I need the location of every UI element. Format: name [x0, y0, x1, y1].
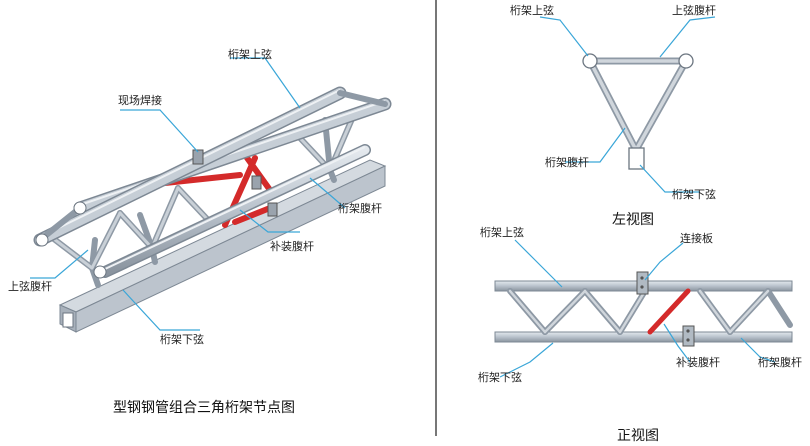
tube-end-back: [93, 265, 107, 279]
side-bottom-chord: [628, 147, 645, 170]
front-label-bottom-chord: 桁架下弦: [478, 370, 522, 384]
truss-3d-view: 桁架上弦 现场焊接 桁架腹杆 补装腹杆 上弦腹杆 桁架下弦 型钢钢管组合三角桁架…: [8, 47, 392, 416]
front-supplement-web: [647, 288, 691, 335]
tube-end-front: [35, 233, 49, 247]
side-label-top-chord: 桁架上弦: [510, 3, 554, 17]
weld-plate-3: [267, 202, 278, 217]
side-view: 桁架上弦 上弦腹杆 桁架腹杆 桁架下弦 左视图: [510, 3, 716, 228]
weld-plate-1: [192, 149, 204, 165]
label-upper-chord-web: 上弦腹杆: [8, 279, 52, 293]
caption-front-view: 正视图: [617, 428, 659, 444]
weld-plate-2: [251, 175, 262, 190]
side-label-web-member: 桁架腹杆: [545, 155, 589, 169]
label-supplement-web: 补装腹杆: [270, 239, 314, 253]
front-label-connection-plate: 连接板: [680, 231, 713, 245]
front-label-web-member: 桁架腹杆: [758, 355, 802, 369]
front-connection-plate-bottom: [682, 325, 695, 347]
front-label-top-chord: 桁架上弦: [480, 225, 524, 239]
leader-lines-front: [499, 239, 776, 378]
caption-node-diagram: 型钢钢管组合三角桁架节点图: [113, 400, 295, 416]
front-label-supplement-web: 补装腹杆: [676, 355, 720, 369]
front-bottom-chord: [494, 331, 793, 343]
label-field-weld: 现场焊接: [118, 93, 162, 107]
side-top-chord-right: [678, 53, 694, 69]
label-web-member: 桁架腹杆: [338, 201, 382, 215]
side-label-bottom-chord: 桁架下弦: [672, 187, 716, 201]
bottom-chord-side-face: [75, 165, 386, 333]
leader-lines-left: [30, 57, 346, 331]
side-top-chord-left: [582, 53, 598, 69]
watermark: @记录平凡的工程: [620, 413, 756, 433]
front-view: 桁架上弦 连接板 桁架下弦 补装腹杆 桁架腹杆 正视图: [478, 225, 802, 444]
label-bottom-chord: 桁架下弦: [160, 332, 204, 346]
side-label-upper-chord-web: 上弦腹杆: [672, 3, 716, 17]
caption-side-view: 左视图: [612, 212, 654, 228]
front-connection-plate-top: [636, 271, 649, 295]
label-top-chord: 桁架上弦: [228, 47, 272, 61]
leader-lines-side: [539, 16, 716, 193]
bottom-chord-end: [62, 312, 74, 328]
